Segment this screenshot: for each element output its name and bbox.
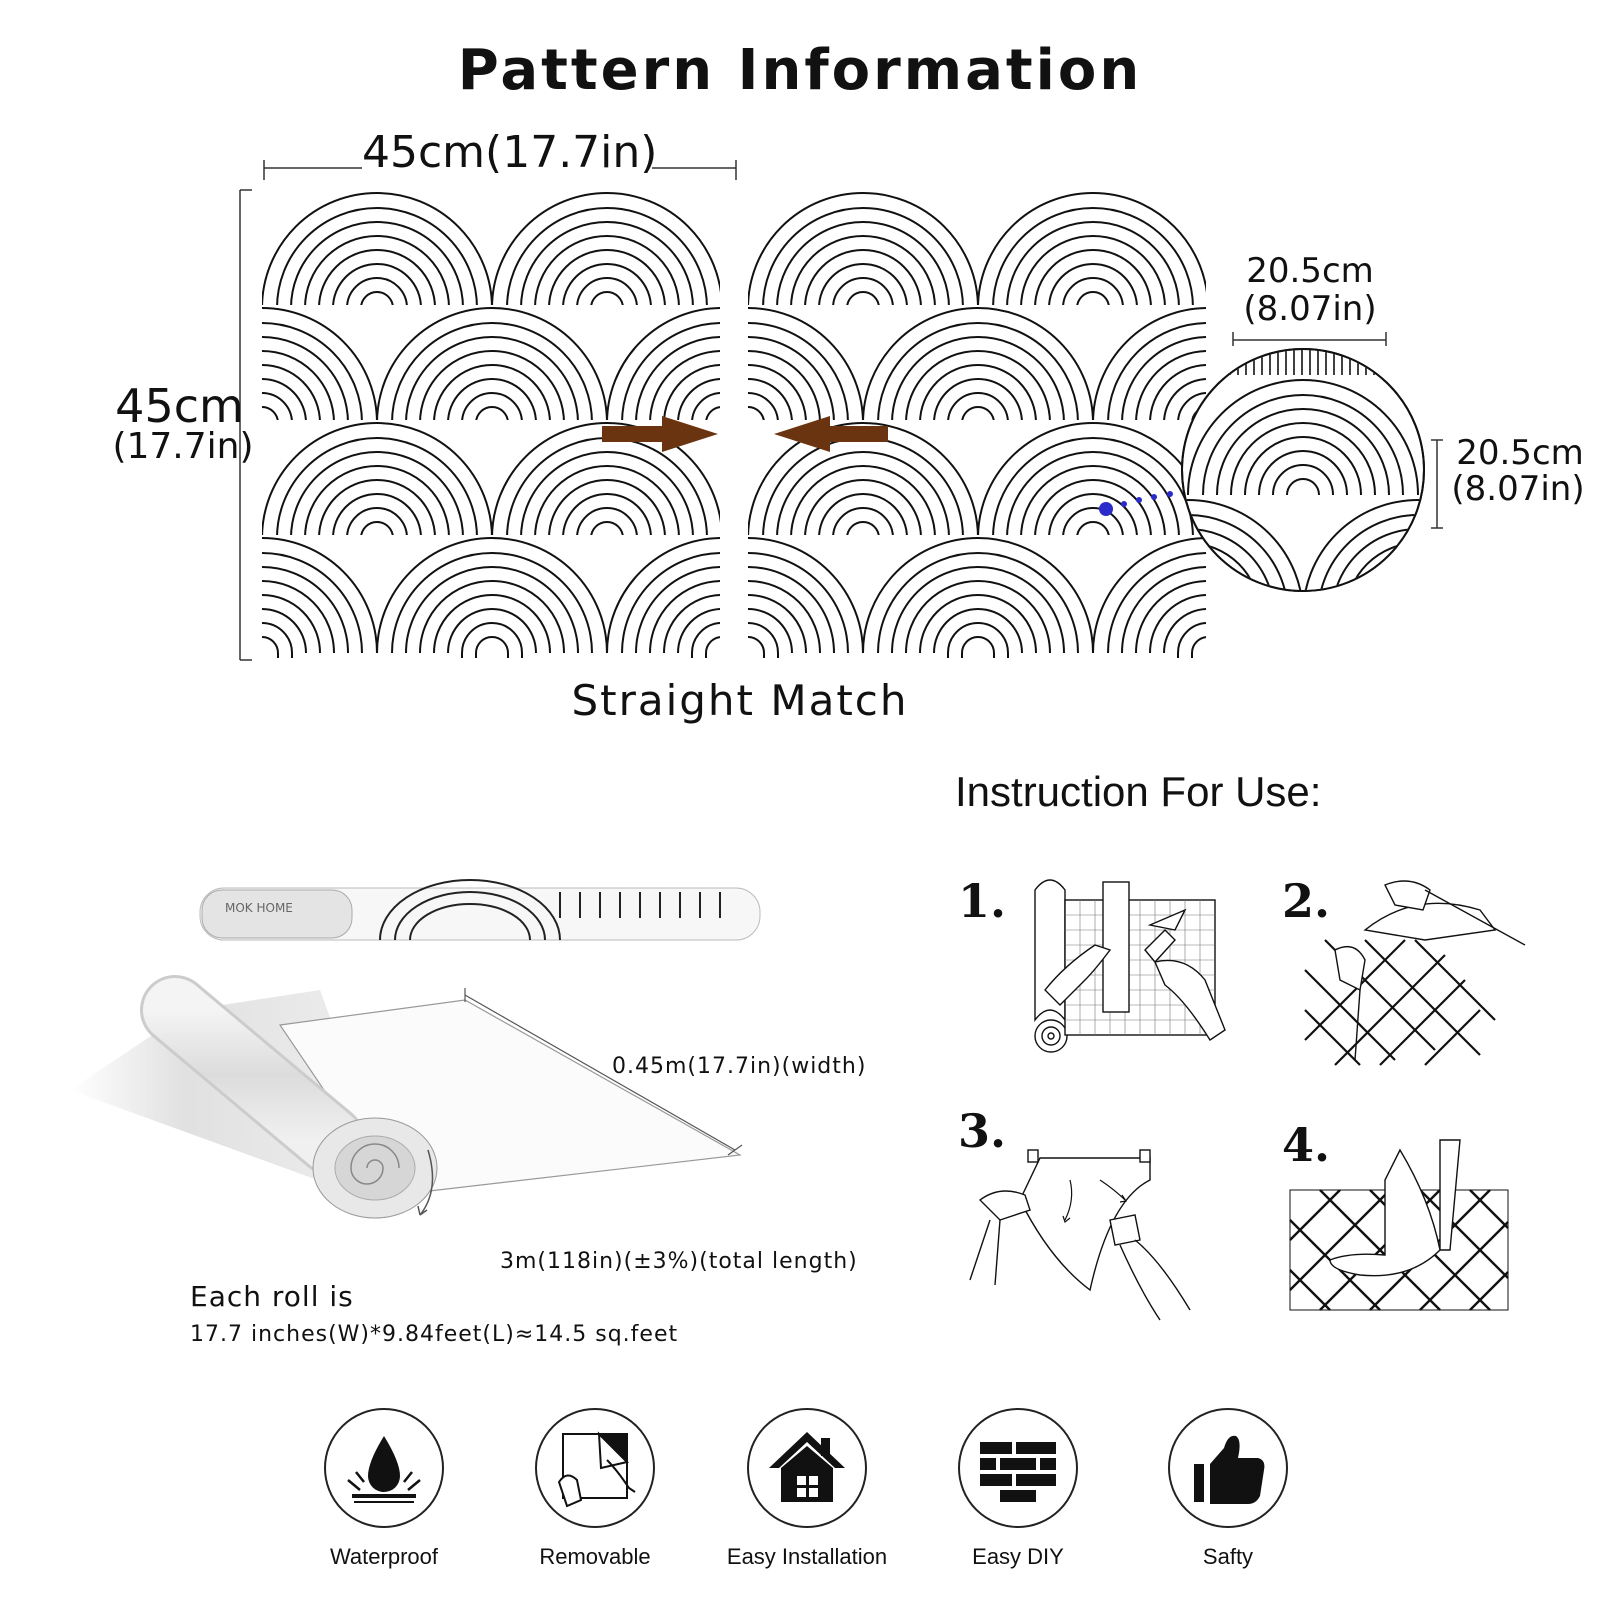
feature-label: Waterproof	[329, 1544, 438, 1569]
instructions-title: Instruction For Use:	[955, 768, 1322, 815]
feature-label: Safty	[1202, 1544, 1254, 1569]
water-drop-icon	[324, 1408, 444, 1528]
arrow-left-icon	[774, 416, 888, 452]
arrow-right-icon	[602, 416, 718, 452]
roll-width-label: 0.45m(17.7in)(width)	[612, 1054, 867, 1079]
roll-length-label: 3m(118in)(±3%)(total length)	[500, 1249, 858, 1274]
step-3-number: 3.	[958, 1104, 1007, 1158]
svg-text:MOK HOME: MOK HOME	[225, 901, 293, 915]
repeat-height-cm: 20.5cm	[1456, 433, 1584, 473]
thumbs-up-icon	[1168, 1408, 1288, 1528]
feature-removable: Removable	[495, 1408, 695, 1570]
feature-easy-installation: Easy Installation	[707, 1408, 907, 1570]
feature-label: Easy Installation	[726, 1544, 888, 1569]
each-roll-heading: Each roll is	[190, 1280, 354, 1313]
repeat-width-cm: 20.5cm	[1246, 251, 1374, 291]
match-arrows	[602, 416, 888, 452]
feature-easy-diy: Easy DIY	[918, 1408, 1118, 1570]
roll-illustration: MOK HOME	[70, 879, 761, 1219]
pattern-height-in: (17.7in)	[112, 426, 254, 467]
feature-label: Removable	[539, 1544, 651, 1569]
feature-waterproof: Waterproof	[284, 1408, 484, 1570]
pattern-diagram	[239, 160, 1443, 661]
step-4-number: 4.	[1282, 1118, 1331, 1172]
packaged-roll: MOK HOME	[199, 879, 761, 941]
repeat-width-in: (8.07in)	[1243, 289, 1377, 329]
peel-sheet-icon	[535, 1408, 655, 1528]
step-3-illustration	[969, 1149, 1191, 1321]
step-2-number: 2.	[1282, 874, 1331, 928]
page-title: Pattern Information	[457, 38, 1143, 103]
step-1-illustration	[1034, 879, 1226, 1053]
feature-label: Easy DIY	[972, 1544, 1064, 1569]
house-icon	[747, 1408, 867, 1528]
match-type-label: Straight Match	[571, 676, 909, 725]
each-roll-size: 17.7 inches(W)*9.84feet(L)≈14.5 sq.feet	[190, 1322, 679, 1347]
pattern-height-cm: 45cm	[115, 379, 244, 433]
step-2-illustration	[1304, 880, 1526, 1070]
brick-wall-icon	[958, 1408, 1078, 1528]
zoom-pointer	[1099, 491, 1173, 516]
repeat-height-in: (8.07in)	[1451, 469, 1585, 509]
step-1-number: 1.	[958, 874, 1007, 928]
pattern-width-label: 45cm(17.7in)	[362, 127, 658, 178]
unrolled-roll	[70, 975, 743, 1219]
step-4-illustration	[1289, 1139, 1509, 1311]
feature-safty: Safty	[1128, 1408, 1328, 1570]
